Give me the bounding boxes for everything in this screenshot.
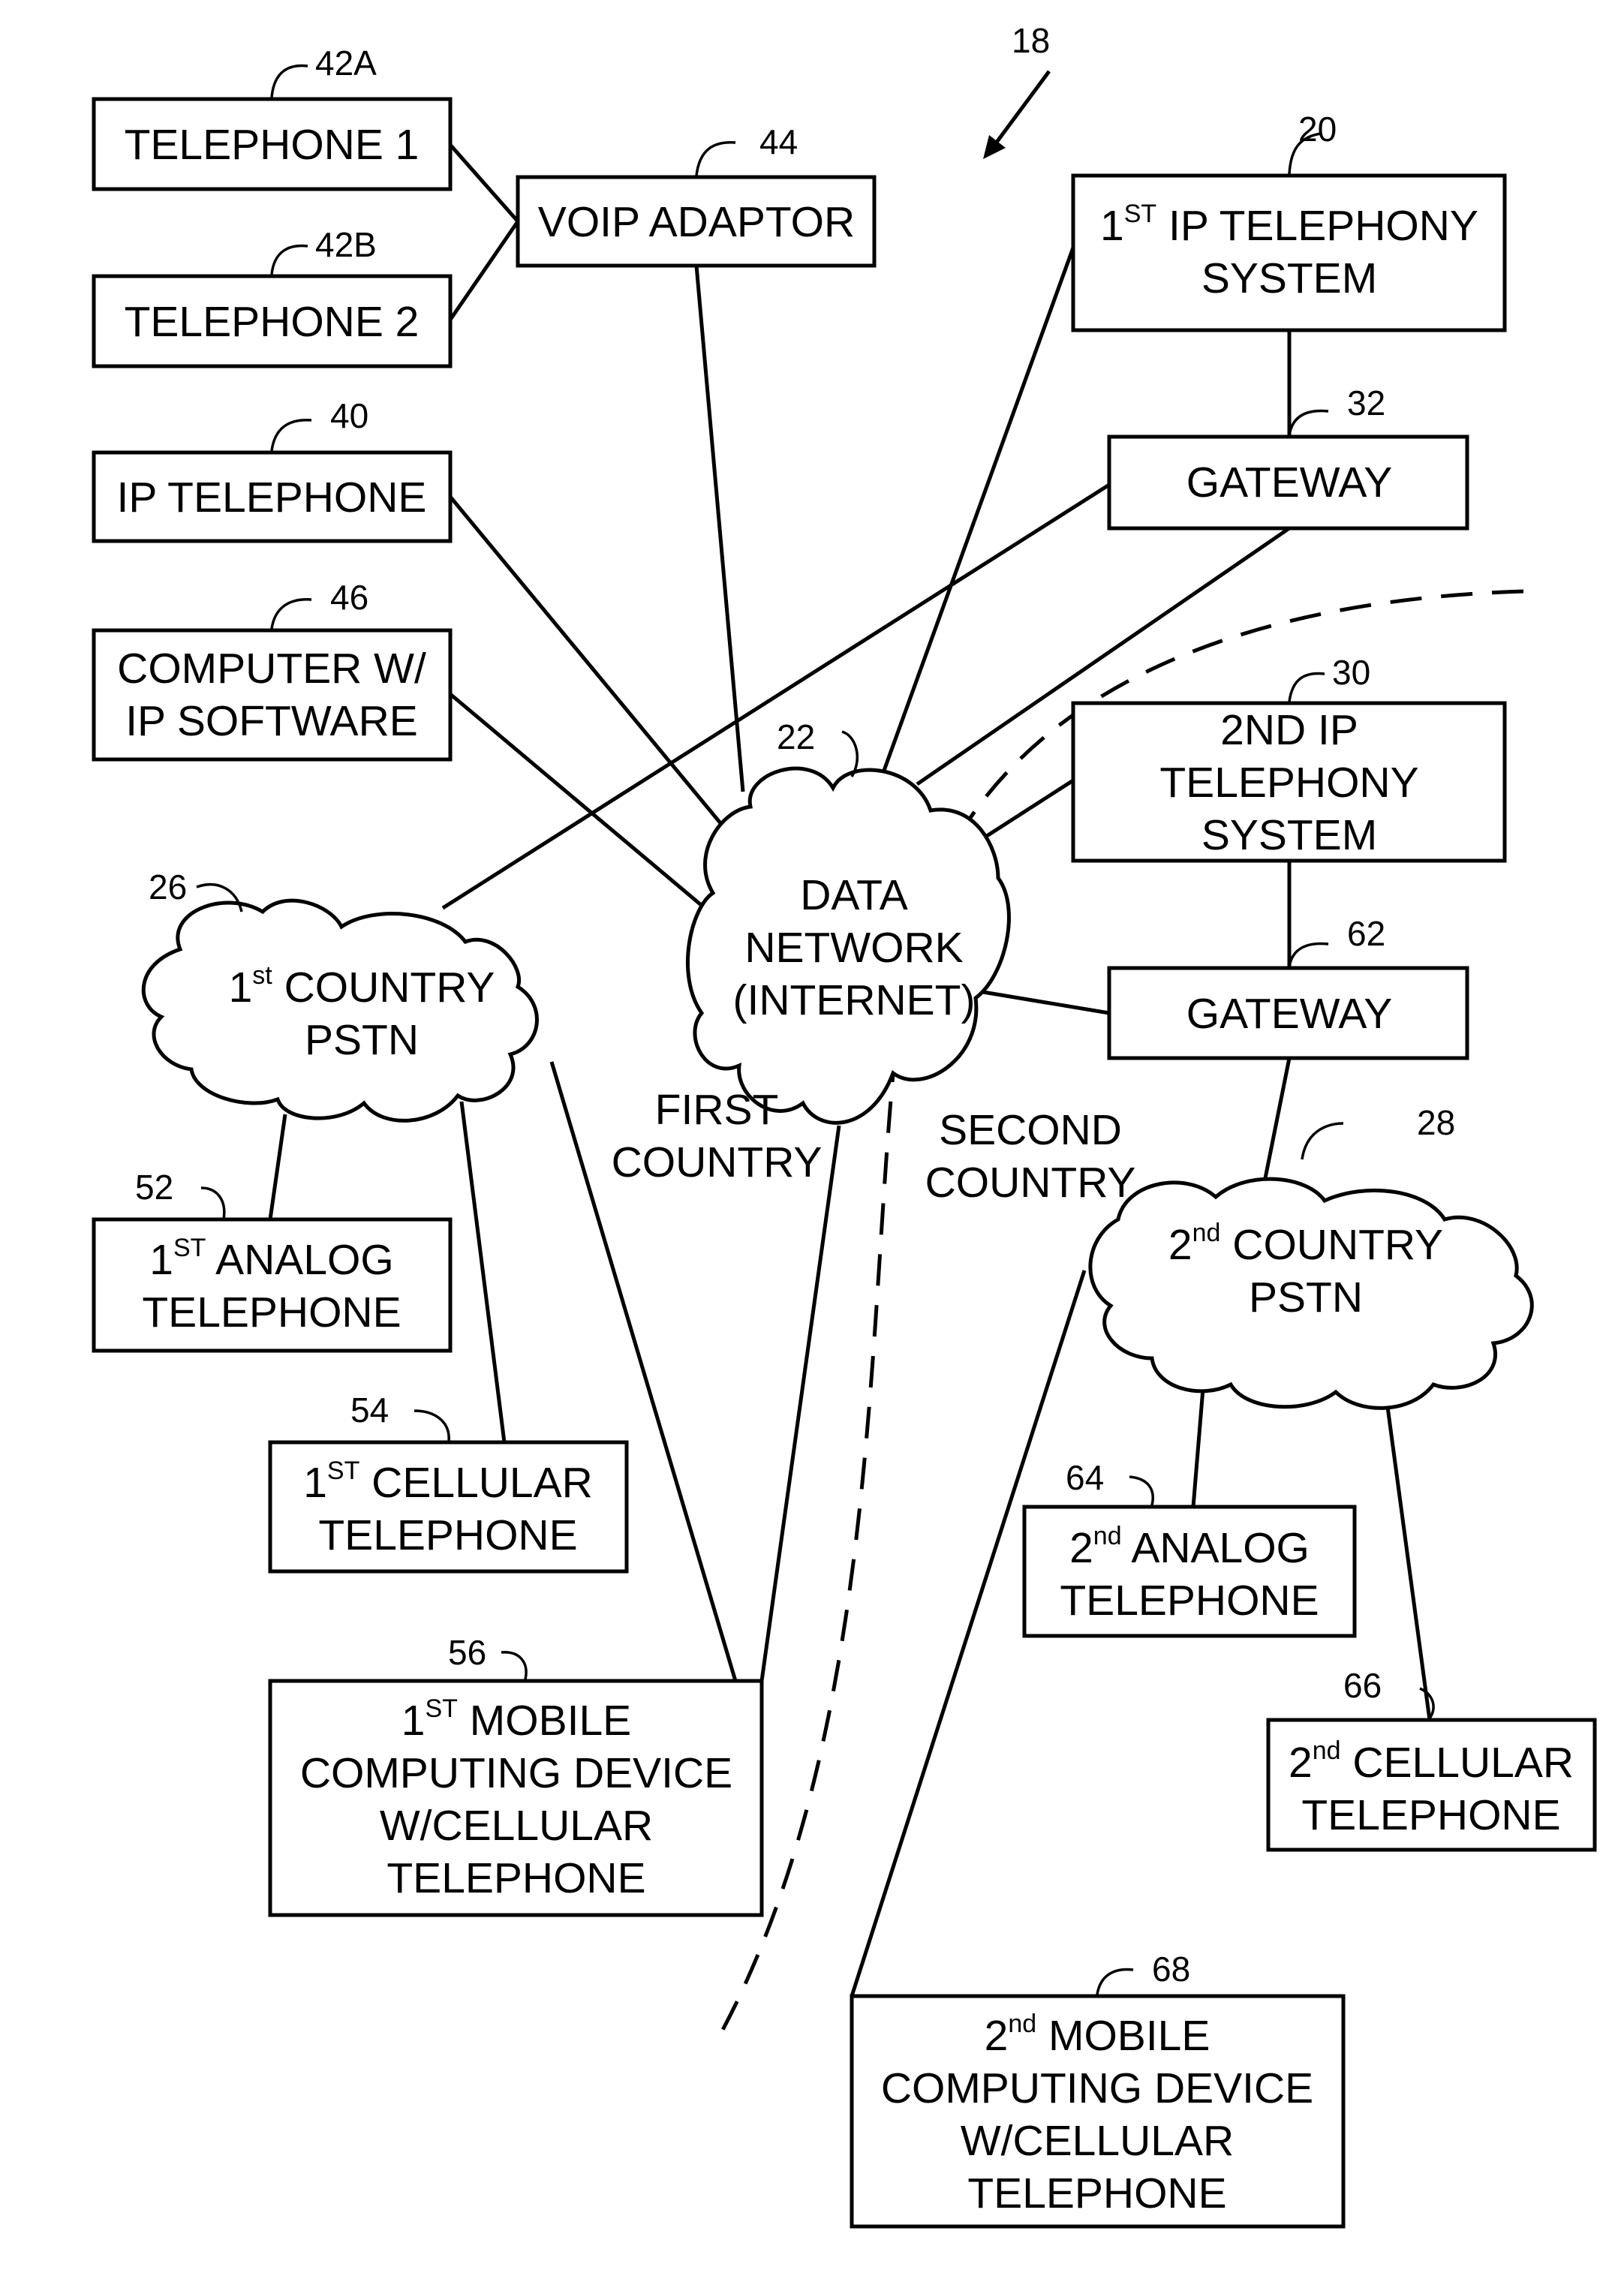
ref-64: 64 [1066,1458,1104,1497]
ip-telephony-system-2-label-line3: SYSTEM [1201,811,1377,859]
link-gateway2-network [974,991,1109,1013]
second-country-label-line2: COUNTRY [925,1159,1136,1207]
ref-42b: 42B [315,225,377,264]
link-telephone2-voip [450,221,518,320]
ref-62: 62 [1347,914,1385,953]
leader-56 [501,1652,526,1679]
leader-30 [1289,673,1325,702]
arrow-18-head [983,135,1006,159]
link-ip-telephone-network [450,497,732,837]
ip-telephony-system-2-label-line2: TELEPHONY [1159,759,1418,807]
gateway-2-label: GATEWAY [1186,990,1392,1038]
leader-42a [272,65,308,98]
leader-32 [1289,410,1328,435]
leader-46 [272,600,311,629]
link-pstn1-cellular1 [462,1102,504,1442]
ip-telephony-system-1-label-line1: 1ST IP TELEPHONY [1100,200,1478,250]
link-voip-network [696,266,743,792]
analog-telephone-2-label-line2: TELEPHONE [1060,1577,1319,1625]
gateway-1-label: GATEWAY [1186,458,1392,507]
computer-label-line2: IP SOFTWARE [125,697,418,745]
leader-42b [272,245,308,275]
ref-40: 40 [330,396,368,435]
ref-32: 32 [1347,383,1385,422]
first-country-label-line1: FIRST [655,1086,779,1134]
leader-62 [1289,943,1328,967]
data-network-label-line1: DATA [800,871,908,919]
ip-telephony-system-2-label-line1: 2ND IP [1220,706,1358,754]
ref-66: 66 [1343,1666,1382,1705]
telephone-1-label: TELEPHONE 1 [125,121,420,169]
mobile-computing-device-2-label-line3: W/CELLULAR [961,2117,1234,2165]
cellular-telephone-2-label-line2: TELEPHONE [1301,1791,1560,1839]
data-network-label-line2: NETWORK [744,924,963,972]
mobile-computing-device-1-label-line4: TELEPHONE [386,1854,645,1902]
ref-18: 18 [1012,21,1050,60]
ref-44: 44 [759,122,798,161]
ref-46: 46 [330,578,368,617]
ip-telephony-system-1-box [1073,176,1505,330]
data-network-label-line3: (INTERNET) [733,976,976,1024]
second-country-label-line1: SECOND [939,1106,1122,1154]
leader-40 [272,420,311,451]
ref-30: 30 [1332,653,1370,692]
leader-28 [1302,1123,1343,1159]
cellular-telephone-1-label-line2: TELEPHONE [318,1511,577,1559]
link-gateway2-pstn2 [1265,1058,1289,1182]
link-telephone1-voip [450,145,518,221]
leader-64 [1129,1477,1153,1505]
ref-20: 20 [1298,110,1337,149]
leader-68 [1097,1969,1133,1995]
link-network-mobile1 [762,1126,839,1681]
mobile-computing-device-1-label-line3: W/CELLULAR [380,1802,653,1850]
ref-56: 56 [448,1633,486,1672]
ip-telephone-label: IP TELEPHONE [117,474,427,522]
ref-28: 28 [1417,1103,1455,1142]
mobile-computing-device-2-label-line4: TELEPHONE [967,2169,1226,2217]
ref-22: 22 [777,717,815,756]
first-country-label-line2: COUNTRY [612,1138,823,1186]
leader-22 [842,732,857,777]
analog-telephone-1-label-line2: TELEPHONE [142,1288,401,1336]
ref-68: 68 [1152,1950,1190,1989]
telephone-2-label: TELEPHONE 2 [125,298,420,346]
ref-54: 54 [350,1391,389,1430]
ip-telephony-system-1-label-line2: SYSTEM [1201,254,1377,302]
ref-26: 26 [149,867,187,906]
leader-52 [201,1188,224,1219]
pstn-1-label-line2: PSTN [305,1016,419,1064]
voip-adaptor-label: VOIP ADAPTOR [538,198,855,246]
pstn-2-label-line2: PSTN [1249,1273,1363,1321]
ref-52: 52 [135,1168,173,1207]
link-pstn2-cellular2 [1381,1357,1430,1720]
arrow-18-shaft [989,71,1049,152]
mobile-computing-device-1-label-line2: COMPUTING DEVICE [300,1749,732,1797]
leader-54 [414,1411,449,1441]
link-pstn1-analog1 [270,1114,285,1219]
computer-label-line1: COMPUTER W/ [117,645,426,693]
ref-42a: 42A [315,44,377,83]
leader-44 [696,143,735,176]
mobile-computing-device-2-label-line2: COMPUTING DEVICE [881,2064,1313,2112]
